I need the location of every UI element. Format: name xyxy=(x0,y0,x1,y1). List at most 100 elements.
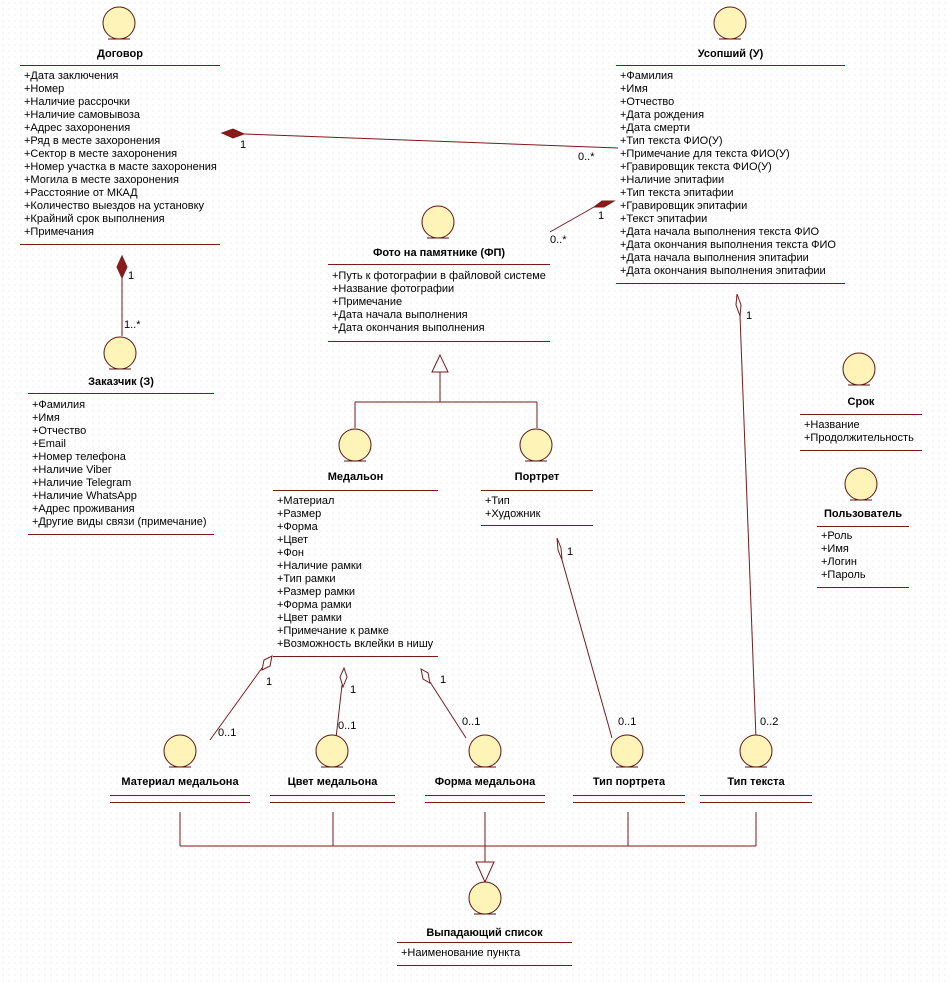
multiplicity-label: 0..2 xyxy=(760,716,779,728)
divider xyxy=(20,244,220,245)
entity-icon xyxy=(315,734,349,768)
divider xyxy=(270,802,395,803)
divider xyxy=(425,802,545,803)
attribute: +Размер рамки xyxy=(277,586,356,598)
association-medalon-material xyxy=(209,667,263,741)
attribute: +Наличие WhatsApp xyxy=(32,490,137,502)
divider xyxy=(481,525,593,526)
entity-icon xyxy=(468,734,502,768)
attribute: +Примечание для текста ФИО(У) xyxy=(620,148,790,160)
attribute: +Дата заключения xyxy=(24,70,119,82)
attribute: +Наличие рамки xyxy=(277,560,362,572)
attribute: +Продолжительность xyxy=(804,432,914,444)
attribute: +Материал xyxy=(277,495,335,507)
attribute: +Отчество xyxy=(620,96,675,108)
aggregation-diamond-portret xyxy=(556,537,563,561)
divider xyxy=(700,795,812,796)
attribute-list: +Фамилия +Имя +Отчество +Дата рождения +… xyxy=(620,70,845,278)
association-usopshiy-tiptext xyxy=(739,315,757,739)
attribute: +Наличие Telegram xyxy=(32,477,132,489)
multiplicity-label: 1 xyxy=(440,674,447,686)
aggregation-diamond-medalon-forma xyxy=(420,668,431,684)
attribute: +Размер xyxy=(277,508,322,520)
entity-icon xyxy=(610,734,644,768)
attribute-list: +Фамилия +Имя +Отчество +Email +Номер те… xyxy=(32,399,214,529)
divider xyxy=(328,341,550,342)
divider xyxy=(616,65,845,66)
attribute-list: +Тип +Художник xyxy=(485,495,593,521)
attribute: +Тип текста ФИО(У) xyxy=(620,135,723,147)
class-title: Пользователь xyxy=(823,508,902,520)
divider xyxy=(800,450,922,451)
attribute: +Текст эпитафии xyxy=(620,213,708,225)
attribute: +Дата начала выполнения текста ФИО xyxy=(620,226,820,238)
attribute-list: +Название +Продолжительность xyxy=(804,419,922,445)
divider xyxy=(28,534,214,535)
entity-icon xyxy=(739,734,773,768)
class-title: Усопший (У) xyxy=(697,48,764,60)
attribute: +Наличие Viber xyxy=(32,464,112,476)
attribute: +Наличие самовывоза xyxy=(24,109,141,121)
divider xyxy=(817,587,909,588)
attribute: +Примечание xyxy=(332,296,403,308)
divider xyxy=(20,65,220,66)
entity-icon xyxy=(519,428,553,462)
divider xyxy=(28,393,214,394)
attribute: +Возможность вклейки в нишу xyxy=(277,638,434,650)
attribute: +Фамилия xyxy=(32,399,86,411)
association-usopshiy-foto xyxy=(549,206,595,233)
attribute: +Дата окончания выполнения текста ФИО xyxy=(620,239,836,251)
attribute: +Номер участка в масте захоронения xyxy=(24,161,217,173)
multiplicity-label: 0..1 xyxy=(218,727,237,739)
attribute: +Дата окончания выполнения xyxy=(332,322,485,334)
attribute: +Дата начала выполнения xyxy=(332,309,468,321)
composition-diamond-usopshiy-foto xyxy=(592,200,616,208)
attribute: +Имя xyxy=(32,412,60,424)
attribute: +Адрес захоронения xyxy=(24,122,131,134)
multiplicity-label: 1 xyxy=(350,684,357,696)
attribute: +Дата рождения xyxy=(620,109,705,121)
attribute: +Примечание к рамке xyxy=(277,625,389,637)
multiplicity-label: 1 xyxy=(567,546,574,558)
entity-icon xyxy=(844,467,878,501)
attribute: +Наличие эпитафии xyxy=(620,174,725,186)
attribute: +Форма xyxy=(277,521,318,533)
class-title: Заказчик (З) xyxy=(88,376,154,388)
association-portret-tip xyxy=(561,559,613,739)
attribute: +Название фотографии xyxy=(332,283,455,295)
class-title: Тип портрета xyxy=(592,776,666,788)
composition-diamond-dogovor xyxy=(220,128,246,139)
divider xyxy=(817,526,909,527)
attribute: +Гравировщик эпитафии xyxy=(620,200,748,212)
aggregation-diamond-usopshiy xyxy=(735,293,742,317)
multiplicity-label: 1 xyxy=(266,676,273,688)
multiplicity-label: 1 xyxy=(128,270,135,282)
class-title: Выпадающий список xyxy=(426,927,543,939)
attribute: +Фон xyxy=(277,547,304,559)
attribute: +Email xyxy=(32,438,66,450)
divider xyxy=(616,283,845,284)
class-title: Портрет xyxy=(514,471,560,483)
entity-icon xyxy=(421,205,455,239)
divider xyxy=(573,795,685,796)
divider xyxy=(273,656,438,657)
attribute: +Сектор в месте захоронения xyxy=(24,148,178,160)
attribute: +Расстояние от МКАД xyxy=(24,187,138,199)
generalization-triangle-foto xyxy=(431,353,449,373)
divider xyxy=(328,264,550,265)
attribute: +Дата начала выполнения эпитафии xyxy=(620,252,809,264)
attribute: +Крайний срок выполнения xyxy=(24,213,165,225)
class-title: Медальон xyxy=(327,471,384,483)
class-title: Фото на памятнике (ФП) xyxy=(372,247,506,259)
class-title: Материал медальона xyxy=(121,776,239,788)
multiplicity-label: 1 xyxy=(746,310,753,322)
divider xyxy=(270,795,395,796)
attribute-list: +Наименование пункта xyxy=(401,947,572,960)
divider xyxy=(700,802,812,803)
entity-icon xyxy=(102,6,136,40)
attribute: +Имя xyxy=(821,543,849,555)
attribute: +Адрес проживания xyxy=(32,503,135,515)
attribute-list: +Путь к фотографии в файловой системе +Н… xyxy=(332,270,550,335)
multiplicity-label: 0..1 xyxy=(338,720,357,732)
